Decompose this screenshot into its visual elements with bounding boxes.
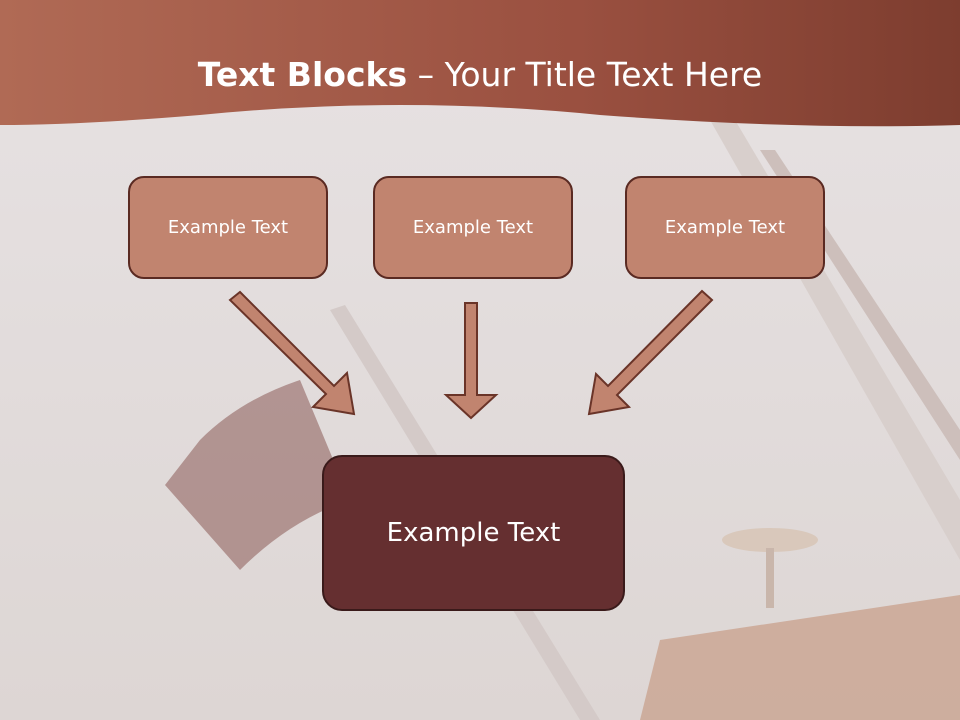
arrow-right-icon bbox=[587, 289, 714, 416]
text-block-right[interactable]: Example Text bbox=[625, 176, 825, 279]
text-block-middle[interactable]: Example Text bbox=[373, 176, 573, 279]
boat-shape bbox=[640, 595, 960, 720]
title-rest: Your Title Text Here bbox=[444, 55, 763, 94]
text-block-center[interactable]: Example Text bbox=[322, 455, 625, 611]
header-band bbox=[0, 0, 960, 127]
arrow-left-icon bbox=[228, 290, 356, 416]
radar-dish-shape bbox=[722, 528, 818, 552]
text-block-left[interactable]: Example Text bbox=[128, 176, 328, 279]
title-dash: – bbox=[407, 55, 445, 94]
title-bold: Text Blocks bbox=[197, 55, 408, 94]
flag-shape bbox=[165, 380, 350, 570]
arrow-middle-icon bbox=[443, 302, 499, 420]
page-title: Text Blocks – Your Title Text Here bbox=[0, 55, 960, 95]
